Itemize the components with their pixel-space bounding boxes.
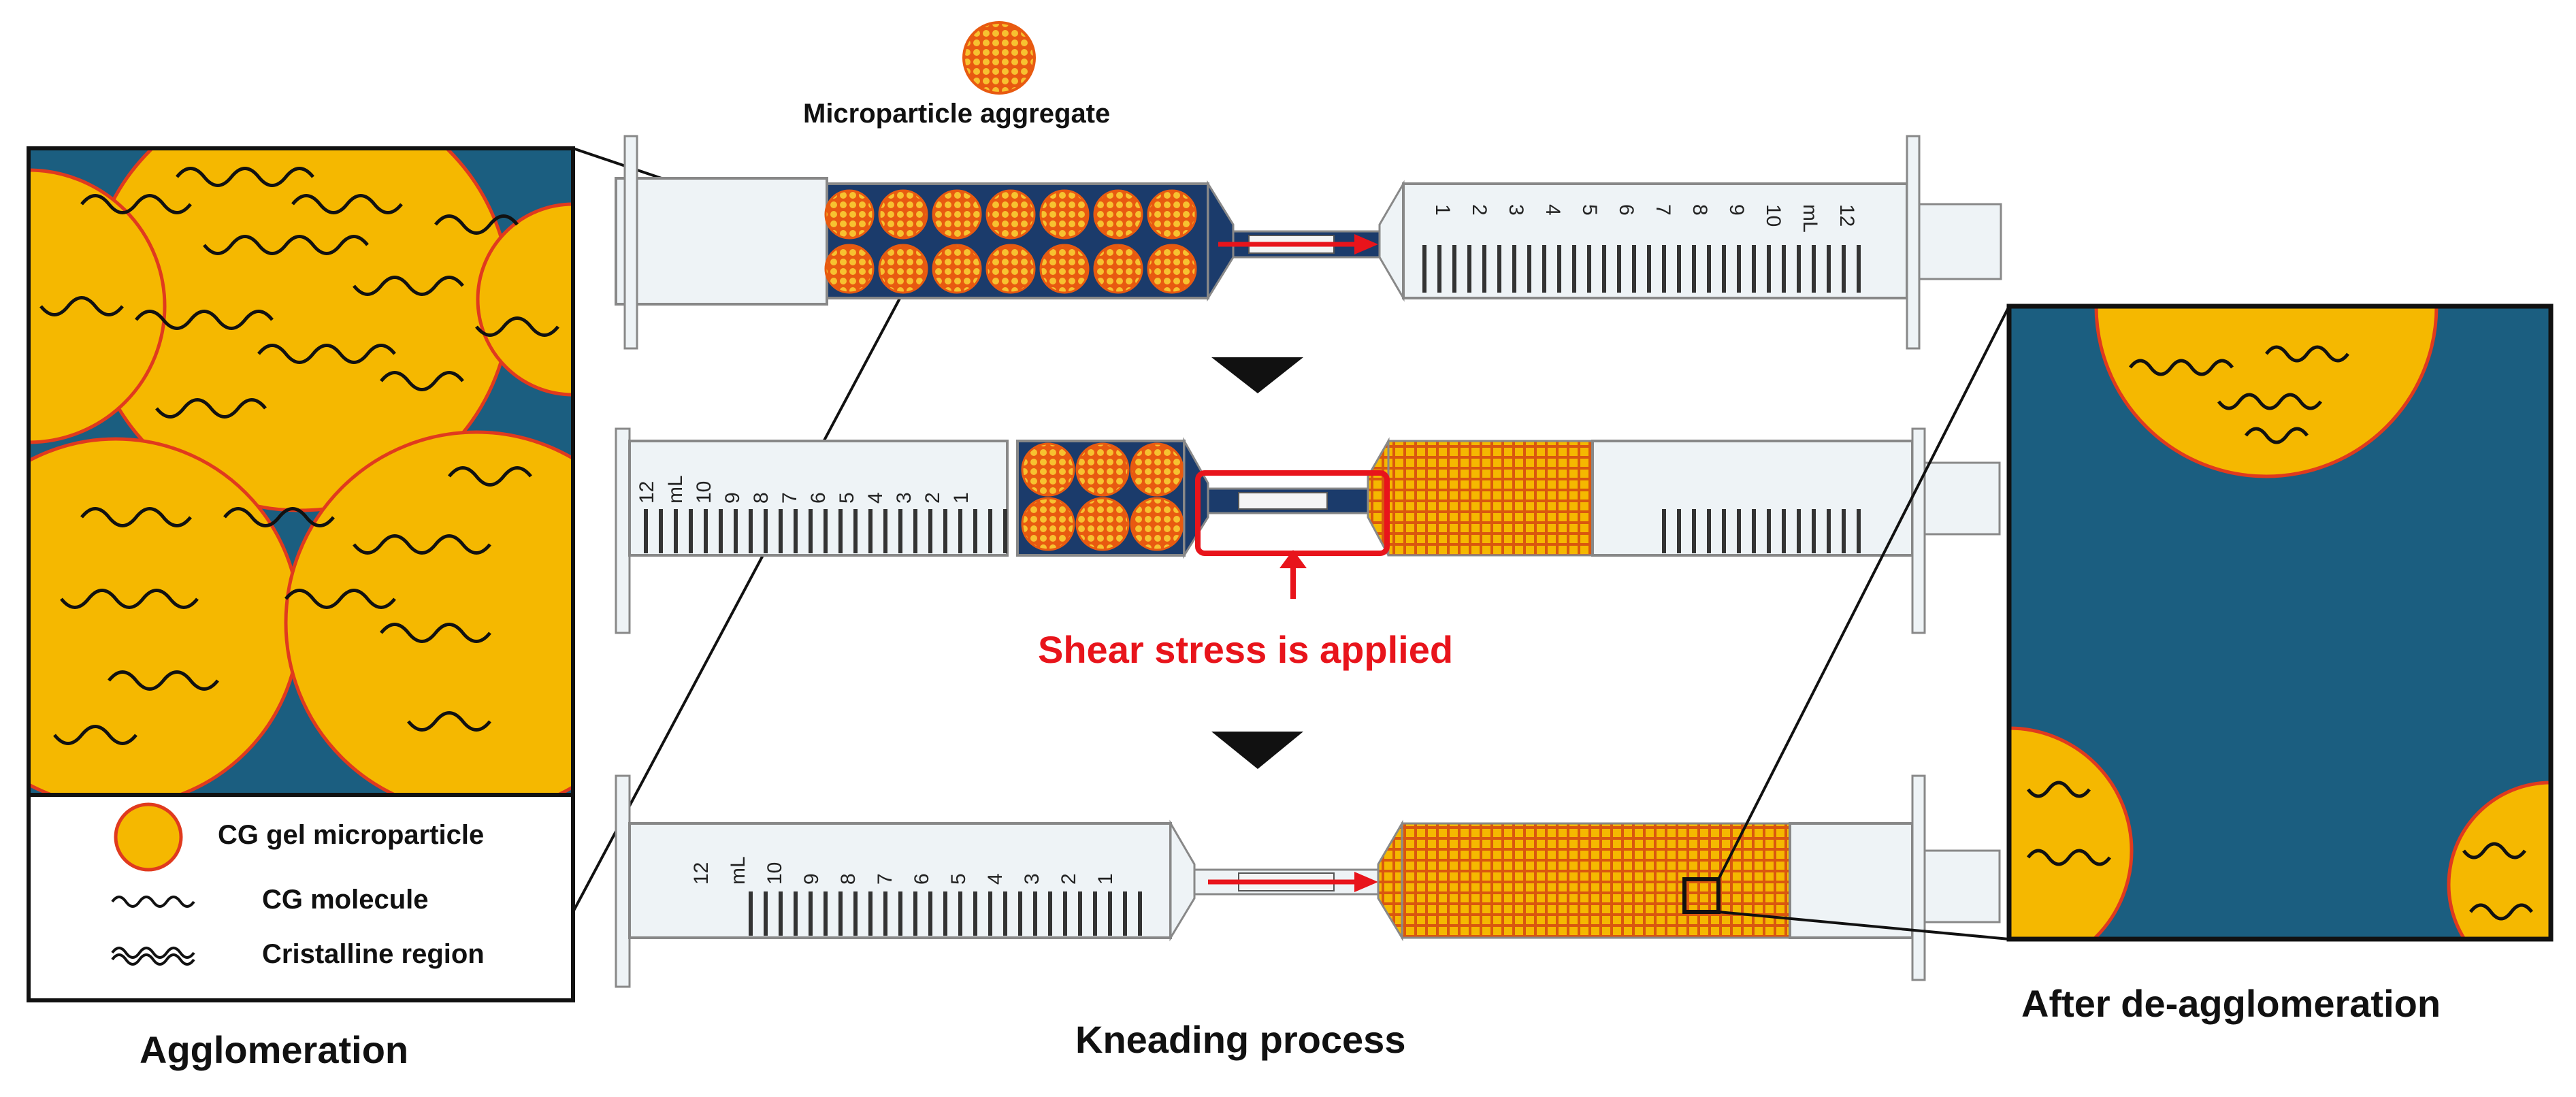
scale-number: 1 <box>950 492 973 504</box>
after-deagglomeration-caption: After de-agglomeration <box>2021 982 2441 1025</box>
scale-number: 4 <box>1542 204 1564 216</box>
scale-number: 9 <box>721 492 744 504</box>
scale-number: 12 <box>636 481 658 504</box>
scale-number: 5 <box>947 873 970 885</box>
scale-number: 7 <box>874 873 896 885</box>
scale-number: 9 <box>1725 204 1748 216</box>
zoom-lines-right <box>1717 306 2010 940</box>
scale-number: 12 <box>1836 204 1858 227</box>
scale-number: 6 <box>1615 204 1637 216</box>
agglomeration-caption: Agglomeration <box>140 1028 409 1071</box>
legend-crystalline-swatch <box>111 947 195 966</box>
scale-number: 8 <box>837 873 860 885</box>
arrow-down-1 <box>1211 357 1303 393</box>
top-aggregate-particles <box>824 189 1197 294</box>
scale-number: mL <box>1799 204 1821 233</box>
scale-number: 2 <box>1058 873 1080 885</box>
scale-number: 6 <box>911 873 933 885</box>
scale-number: 10 <box>1762 204 1784 227</box>
scale-number: 9 <box>800 873 823 885</box>
scale-number: 5 <box>1578 204 1601 216</box>
legend-crystalline-region: Cristalline region <box>262 939 485 969</box>
scale-number: mL <box>664 475 687 504</box>
scale-number: 10 <box>764 862 786 885</box>
agglomeration-panel <box>27 146 575 1002</box>
scale-number: 1 <box>1094 873 1117 885</box>
legend-molecule-swatch <box>111 896 195 908</box>
scale-number: 4 <box>864 492 887 504</box>
scale-number: 3 <box>1505 204 1527 216</box>
shear-stress-label: Shear stress is applied <box>1038 628 1454 671</box>
scale-number: 1 <box>1431 204 1454 216</box>
scale-number: 7 <box>1652 204 1674 216</box>
scale-number: 12 <box>690 862 713 885</box>
scale-number: 3 <box>893 492 915 504</box>
legend-cg-molecule: CG molecule <box>262 885 429 915</box>
legend-gel-microparticle: CG gel microparticle <box>218 820 485 850</box>
scale-number: 8 <box>750 492 772 504</box>
scale-number: 2 <box>922 492 944 504</box>
syringe-bottom: 12 mL 10 9 8 7 6 5 4 3 2 1 <box>615 774 2001 988</box>
bottom-syringe-scale: 12 mL 10 9 8 7 6 5 4 3 2 1 <box>690 856 1117 885</box>
scale-number: 4 <box>984 873 1007 885</box>
scale-number: 10 <box>693 481 715 504</box>
aggregate-icon <box>962 21 1036 95</box>
scale-number: 7 <box>779 492 801 504</box>
scale-number: 6 <box>807 492 830 504</box>
scale-number: 2 <box>1468 204 1490 216</box>
kneading-process-caption: Kneading process <box>1075 1018 1406 1061</box>
arrow-down-2 <box>1211 732 1303 769</box>
legend-particle-swatch <box>114 802 183 872</box>
deagglomeration-panel <box>2006 304 2554 942</box>
scale-number: 8 <box>1689 204 1711 216</box>
scale-number: 3 <box>1021 873 1043 885</box>
scale-number: 5 <box>836 492 858 504</box>
middle-aggregate-particles <box>1021 442 1184 551</box>
scale-number: mL <box>727 856 749 885</box>
microparticle-aggregate-label: Microparticle aggregate <box>803 99 1111 129</box>
